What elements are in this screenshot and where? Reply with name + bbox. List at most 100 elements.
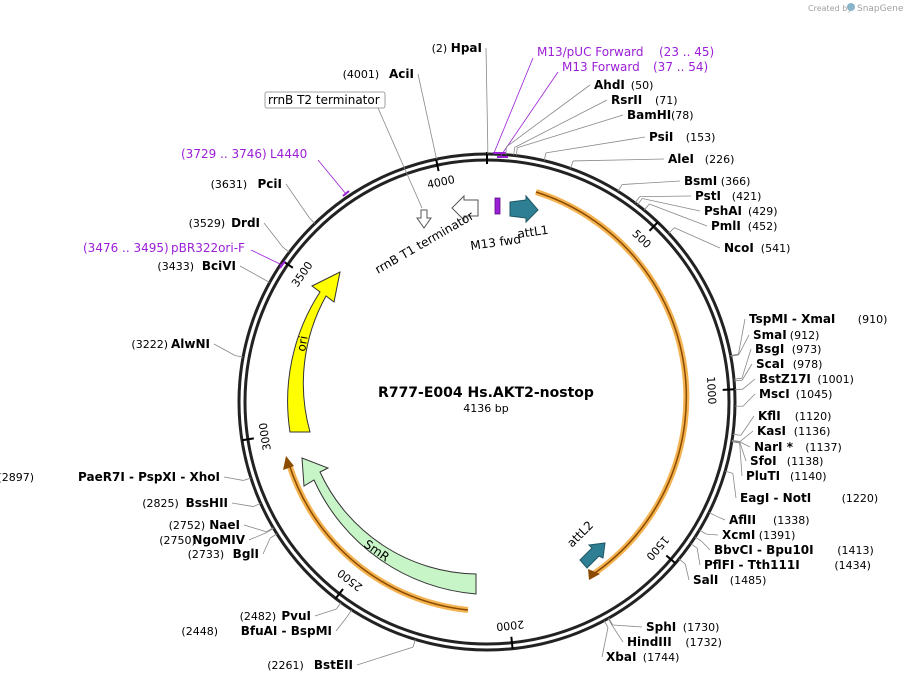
attl1-label: attL1 — [516, 223, 549, 241]
site-pshai[interactable]: PshAI(429) — [637, 198, 778, 218]
primer-m13-puc-forward[interactable]: M13/pUC Forward (23 .. 45) — [493, 45, 714, 154]
site-kasi[interactable]: KasI(1136) — [731, 424, 830, 442]
site-acii[interactable]: AciI(4001) — [343, 67, 437, 160]
insert-arc — [535, 191, 688, 576]
site-smai[interactable]: SmaI(912) — [730, 328, 820, 357]
svg-text:(37 .. 54): (37 .. 54) — [653, 60, 708, 74]
site-ahdi[interactable]: AhdI(50) — [505, 78, 654, 155]
site-kfli[interactable]: KflI(1120) — [732, 409, 831, 436]
svg-text:TspMI - XmaI: TspMI - XmaI — [749, 312, 835, 326]
site-pluti[interactable]: PluTI(1140) — [731, 441, 827, 483]
site-aflii[interactable]: AflII(1338) — [708, 512, 810, 527]
svg-text:(1434): (1434) — [834, 559, 871, 572]
svg-text:BglI: BglI — [233, 547, 259, 561]
site-tspmi[interactable]: TspMI - XmaI(910) — [730, 312, 888, 356]
insert-arrow-head — [588, 569, 600, 580]
svg-text:SalI: SalI — [693, 573, 718, 587]
svg-text:(3529): (3529) — [189, 217, 226, 230]
primer-pbr322ori-f[interactable]: (3476 .. 3495) pBR322ori-F — [83, 241, 283, 266]
site-sphi[interactable]: SphI(1730) — [608, 617, 720, 634]
site-nari[interactable]: NarI * (1137) — [731, 440, 842, 454]
svg-text:AleI: AleI — [668, 152, 694, 166]
bp-tick-500 — [648, 221, 659, 232]
site-pmli[interactable]: PmlI(452) — [643, 203, 777, 233]
ori-arrow[interactable] — [287, 271, 341, 433]
snapgene-brand: SnapGene — [857, 4, 904, 14]
site-hindiii[interactable]: HindIII(1732) — [607, 618, 722, 649]
site-alei[interactable]: AleI(226) — [570, 152, 734, 169]
site-bfuai[interactable]: BfuAI - BspMI(2448) — [181, 609, 352, 638]
site-bsteii[interactable]: BstEII (2261) — [267, 639, 416, 672]
attl2-arrow[interactable] — [579, 542, 606, 569]
svg-text:(1137): (1137) — [805, 441, 842, 454]
site-ngomiv[interactable]: NgoMIV(2750) — [159, 528, 274, 547]
site-sfoi[interactable]: SfoI(1138) — [731, 440, 823, 468]
site-drdi[interactable]: DrdI(3529) — [189, 216, 290, 253]
svg-text:L4440: L4440 — [270, 147, 307, 161]
bp-tick-label: 3500 — [289, 259, 316, 289]
svg-text:BstEII: BstEII — [314, 658, 353, 672]
site-xbai[interactable]: XbaI(1744) — [601, 620, 679, 664]
svg-text:BciVI: BciVI — [202, 259, 236, 273]
svg-text:PvuI: PvuI — [281, 609, 311, 623]
bp-tick-4000 — [435, 159, 440, 172]
svg-text:BamHI: BamHI — [627, 108, 671, 122]
smr-arrow[interactable] — [301, 457, 477, 595]
svg-text:(23 .. 45): (23 .. 45) — [659, 45, 714, 59]
pbr322ori-f-bar[interactable] — [279, 260, 286, 269]
site-eagi[interactable]: EagI - NotI(1220) — [725, 470, 878, 505]
svg-text:KflI: KflI — [758, 409, 781, 423]
svg-text:(2752): (2752) — [169, 519, 206, 532]
site-scai[interactable]: ScaI(978) — [734, 357, 822, 382]
svg-text:(3631): (3631) — [211, 178, 248, 191]
svg-text:(541): (541) — [761, 242, 791, 255]
site-bstz17i[interactable]: BstZ17I(1001) — [734, 372, 854, 390]
site-pcii[interactable]: PciI(3631) — [211, 177, 316, 224]
bp-tick-3000 — [241, 437, 254, 442]
site-naei[interactable]: NaeI(2752) — [169, 518, 274, 533]
svg-text:M13/pUC Forward: M13/pUC Forward — [537, 45, 644, 59]
svg-text:HpaI: HpaI — [451, 41, 482, 55]
site-msci[interactable]: MscI(1045) — [734, 387, 832, 407]
site-rsrii[interactable]: RsrII(71) — [513, 93, 678, 156]
svg-text:(1732): (1732) — [685, 636, 722, 649]
primer-l4440[interactable]: (3729 .. 3746) L4440 — [181, 147, 347, 195]
site-psti[interactable]: PstI (421) — [634, 189, 762, 204]
site-paer7i[interactable]: PaeR7I - PspXI - XhoI(2897) — [0, 470, 252, 484]
svg-text:(2482): (2482) — [240, 610, 277, 623]
site-bsgi[interactable]: BsgI(973) — [733, 342, 821, 380]
svg-text:(153): (153) — [686, 131, 716, 144]
site-xcmi[interactable]: XcmI(1391) — [699, 528, 795, 542]
svg-text:PstI: PstI — [695, 189, 721, 203]
svg-text:(2261): (2261) — [267, 659, 304, 672]
site-bamhi[interactable]: BamHI(78) — [515, 108, 694, 156]
site-bgli[interactable]: BglI(2733) — [188, 533, 278, 561]
m13-fwd-marker[interactable] — [494, 197, 501, 215]
svg-text:NarI *: NarI * — [754, 440, 794, 454]
site-bsshii[interactable]: BssHII(2825) — [142, 496, 261, 510]
svg-text:SphI: SphI — [646, 620, 676, 634]
svg-text:(421): (421) — [732, 190, 762, 203]
site-bbvci[interactable]: BbvCI - Bpu10I(1413) — [694, 536, 874, 557]
bp-tick-label: 1000 — [704, 376, 718, 405]
svg-text:PflFI - Tth111I: PflFI - Tth111I — [704, 558, 800, 572]
primer-m13-forward[interactable]: M13 Forward (37 .. 54) — [499, 60, 708, 158]
svg-text:AciI: AciI — [389, 67, 414, 81]
site-pflfi[interactable]: PflFI - Tth111I (1434) — [690, 543, 871, 572]
site-psii[interactable]: PsiI(153) — [543, 130, 716, 161]
bp-tick-label: 2000 — [496, 617, 525, 633]
site-hpai[interactable]: HpaI(2) — [432, 41, 489, 155]
site-pvui[interactable]: PvuI (2482) — [240, 602, 342, 623]
site-bsmi[interactable]: BsmI(366) — [617, 174, 750, 192]
plasmid-length: 4136 bp — [463, 402, 508, 415]
insert-arc-halo — [535, 189, 690, 578]
attl1-arrow[interactable] — [509, 194, 539, 224]
rrnb-t1-arrow[interactable] — [451, 194, 479, 222]
rrnb-t2-arrow[interactable] — [416, 209, 432, 229]
site-sali[interactable]: SalI(1485) — [678, 558, 766, 587]
svg-text:SmaI: SmaI — [753, 328, 787, 342]
site-alwni[interactable]: AlwNI(3222) — [131, 337, 244, 358]
site-ncoi[interactable]: NcoI(541) — [668, 227, 791, 255]
site-bcivi[interactable]: BciVI(3433) — [157, 259, 270, 283]
bp-tick-2000 — [510, 636, 514, 649]
